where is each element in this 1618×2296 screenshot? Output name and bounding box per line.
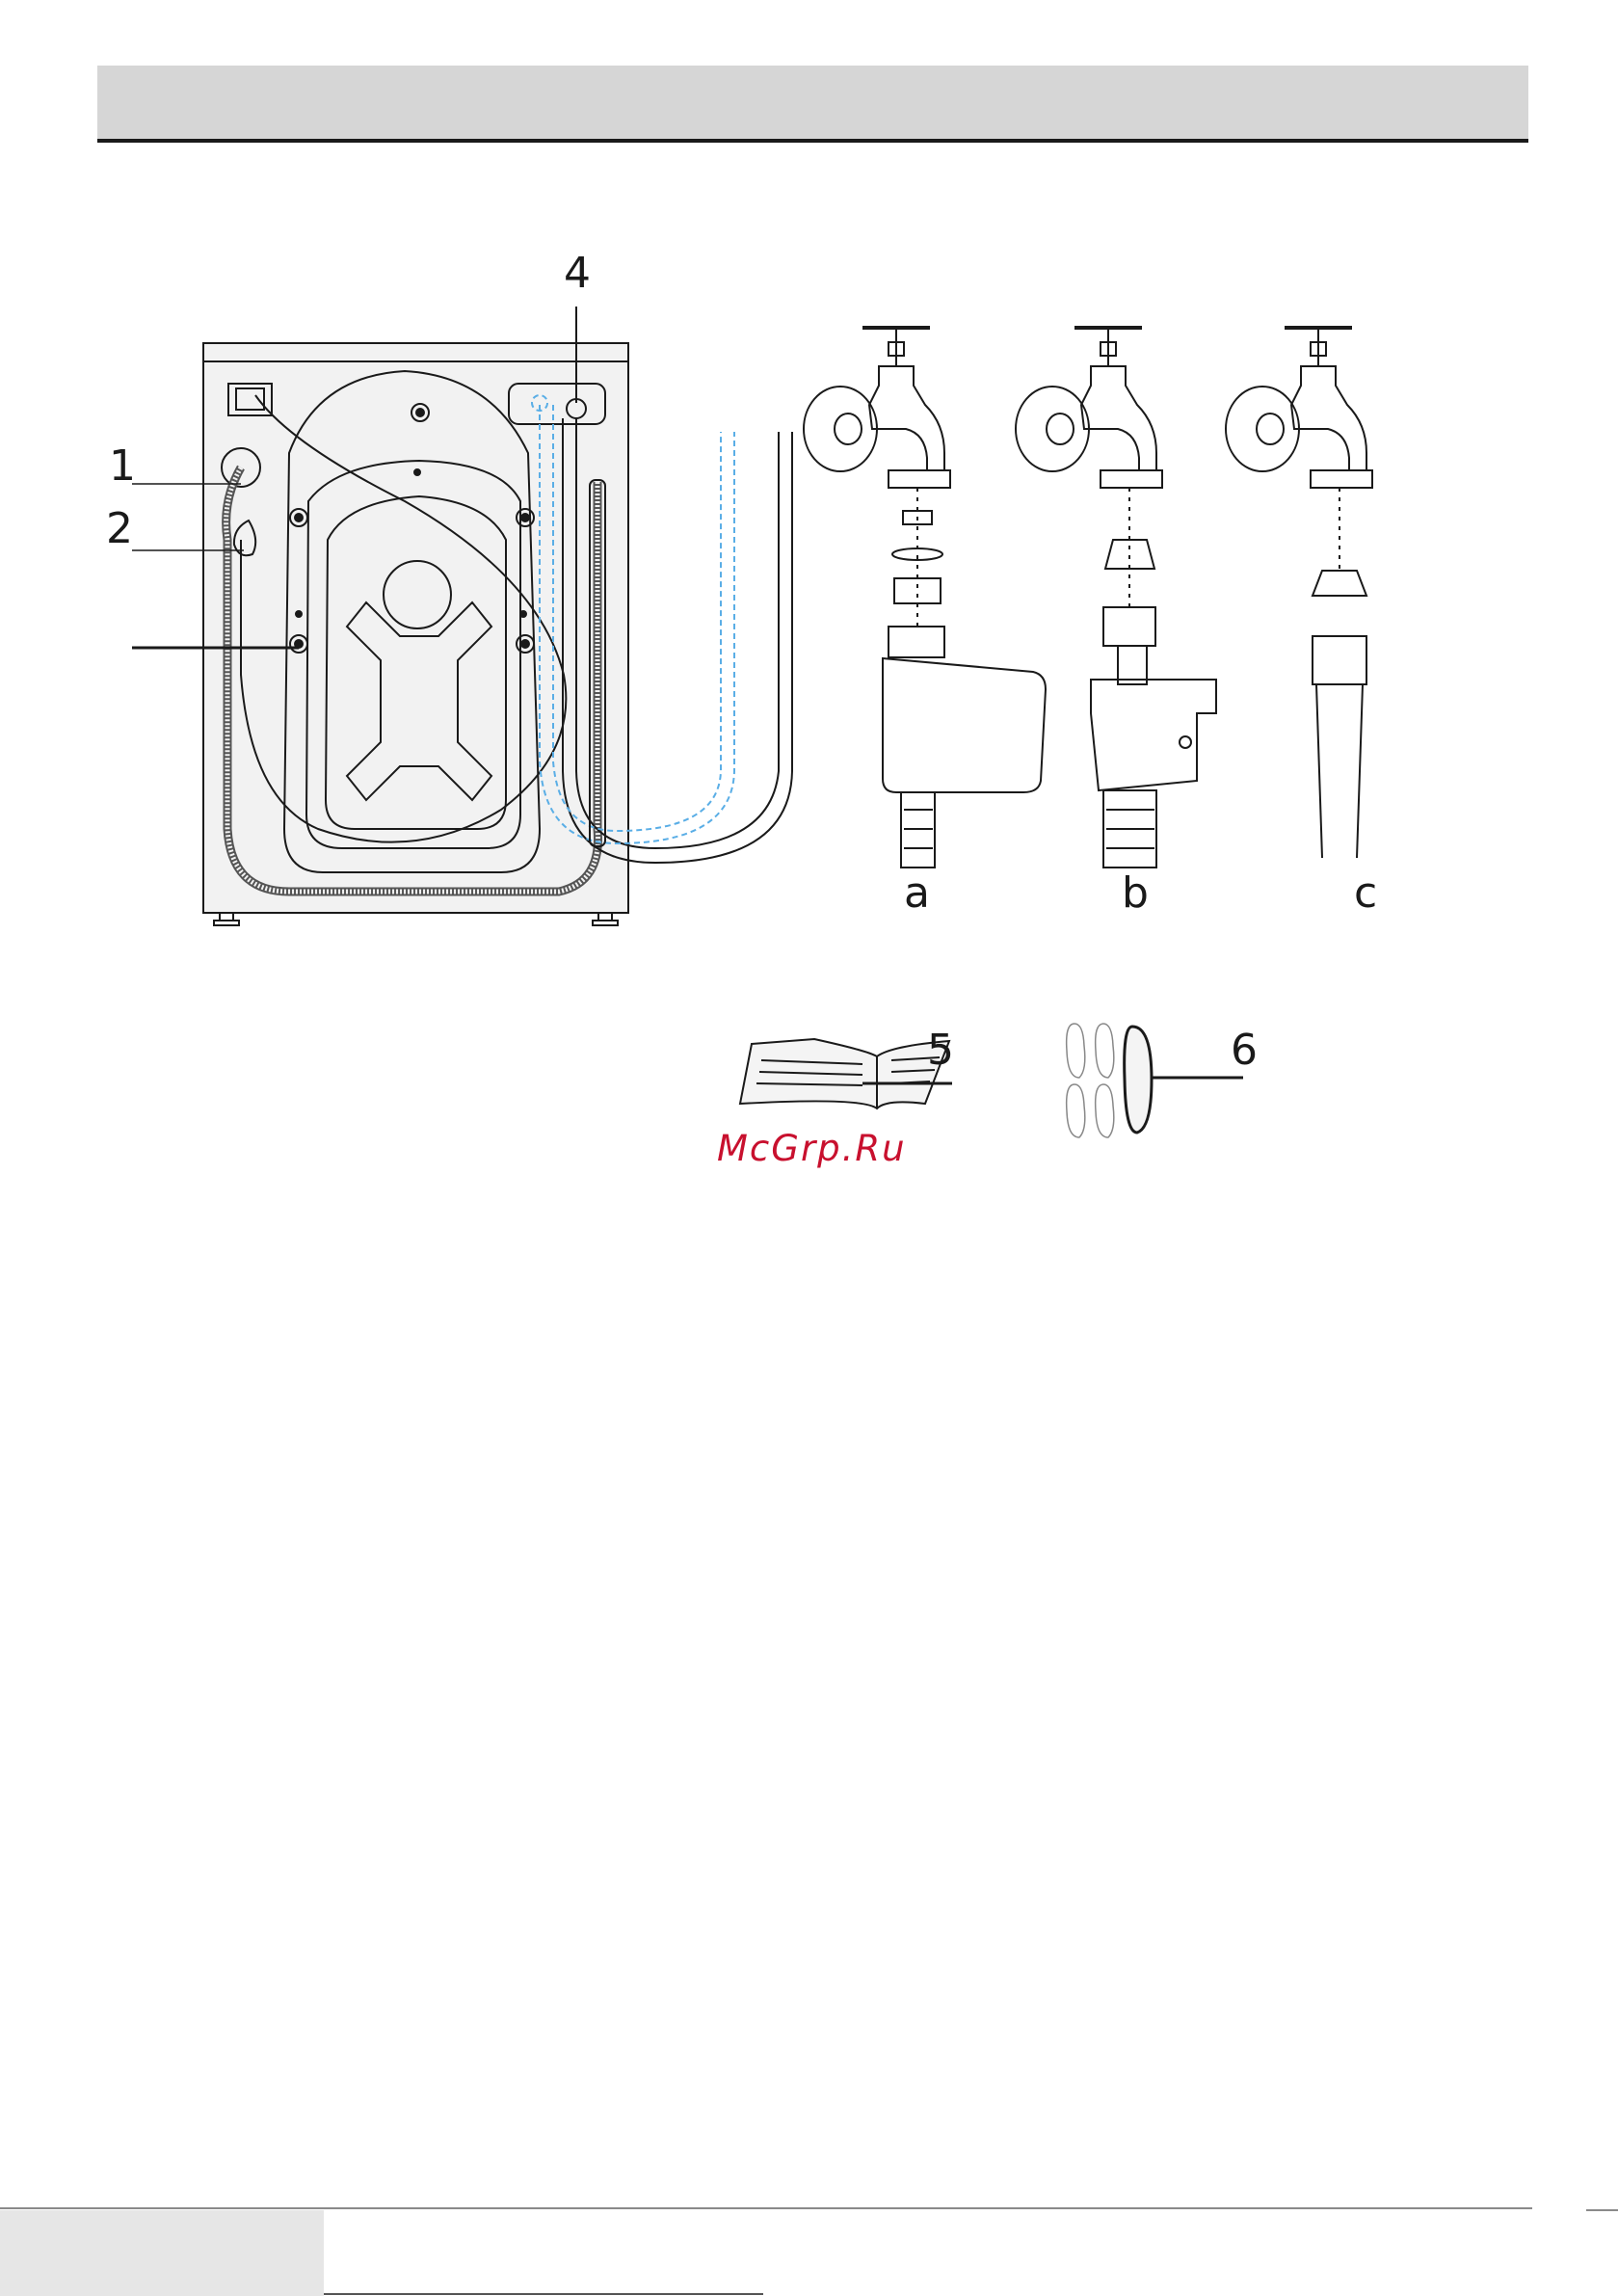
plugs-illustration [1067,1024,1243,1137]
washing-machine-back [203,343,628,925]
footer-tab [0,2210,324,2296]
tap-c [1226,326,1372,858]
callout-5: 5 [927,1029,954,1072]
callout-c: c [1354,872,1377,915]
tap-a [804,326,1046,868]
footer-bottom-rule [324,2293,763,2295]
callout-6: 6 [1231,1029,1258,1072]
callout-1: 1 [109,445,136,488]
tap-b [1016,326,1216,868]
callout-b: b [1122,872,1149,915]
footer-rule [0,2207,1532,2209]
callout-4: 4 [564,253,591,295]
footer-page-mark [1586,2209,1618,2211]
manual-book-illustration [740,1039,949,1108]
watermark-text: McGrp.Ru [717,1128,907,1169]
callout-a: a [904,872,930,915]
callout-2: 2 [106,508,133,550]
